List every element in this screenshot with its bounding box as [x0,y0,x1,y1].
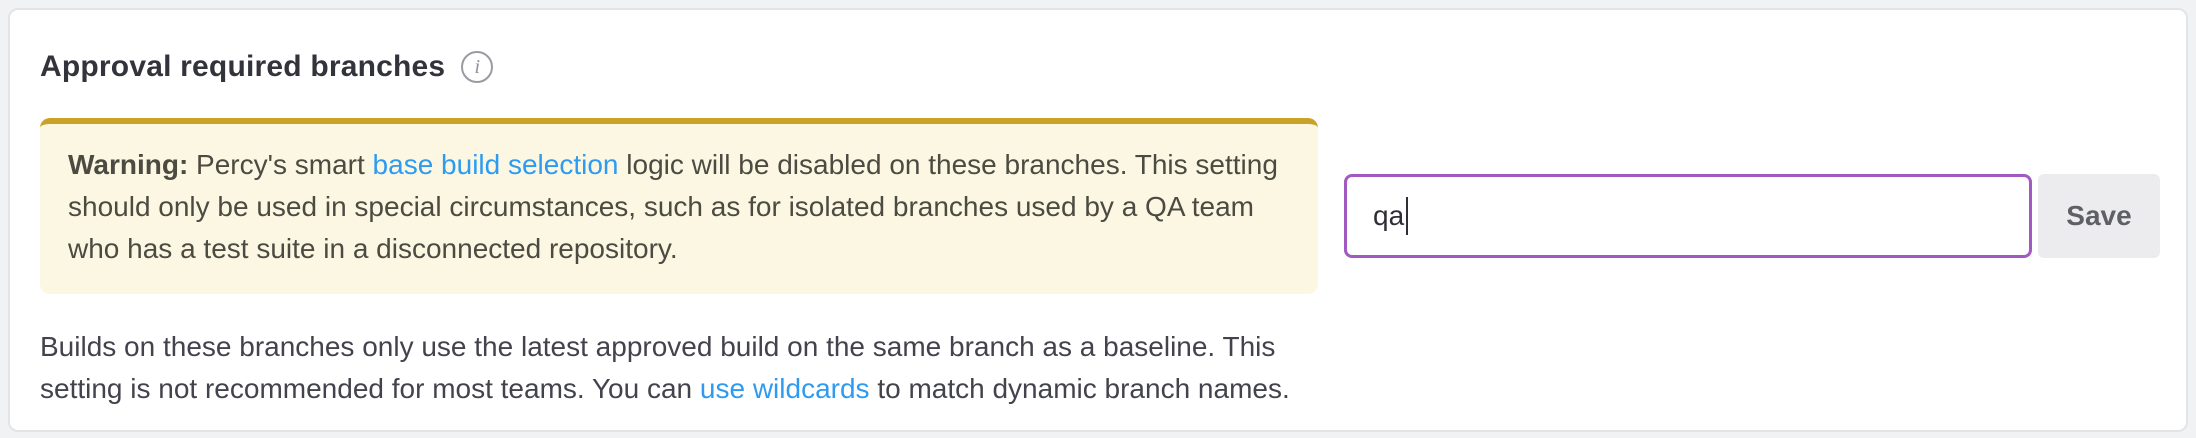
section-header: Approval required branches i [40,50,2156,84]
text-caret [1406,197,1409,235]
description-before-link: Builds on these branches only use the la… [40,331,1276,404]
warning-text-after-link: logic will be disabled on these branches… [68,149,1278,264]
description-text: Builds on these branches only use the la… [40,326,1318,410]
settings-card: Approval required branches i Warning: Pe… [8,8,2188,432]
save-button[interactable]: Save [2038,174,2160,258]
branch-form: qa Save [1344,174,2160,258]
warning-label: Warning: [68,149,189,180]
input-value: qa [1373,200,1405,231]
section-title: Approval required branches [40,50,446,83]
base-build-selection-link[interactable]: base build selection [372,149,619,180]
warning-text-before-link: Percy's smart [188,149,373,180]
settings-card-content: Approval required branches i Warning: Pe… [10,10,2186,430]
description-after-link: to match dynamic branch names. [869,373,1290,404]
use-wildcards-link[interactable]: use wildcards [699,373,870,404]
approval-branches-input[interactable]: qa [1344,174,2032,258]
info-icon[interactable]: i [461,51,494,83]
warning-banner: Warning: Percy's smart base build select… [40,118,1318,294]
